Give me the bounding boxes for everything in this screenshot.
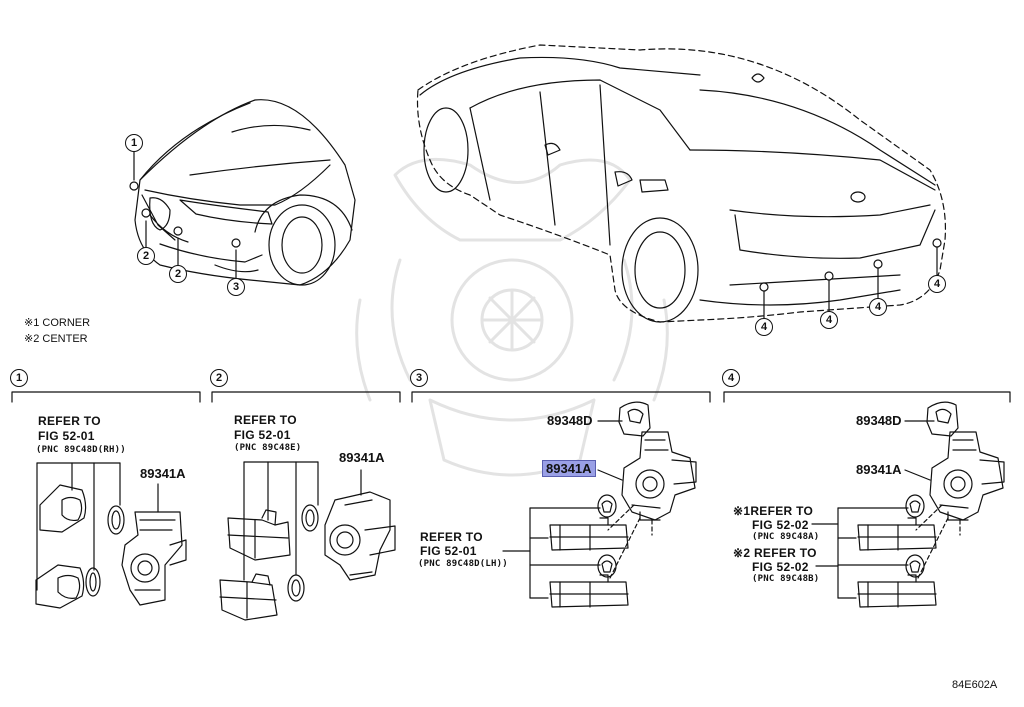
sec3-part-89341A-highlighted[interactable]: 89341A <box>542 460 596 477</box>
callout-front-2b[interactable]: 2 <box>169 265 187 283</box>
note-corner: ※1 CORNER <box>24 317 91 329</box>
note-center: ※2 CENTER <box>24 333 88 345</box>
sec1-refer: REFER TO <box>38 414 101 428</box>
callout-front-1[interactable]: 1 <box>125 134 143 152</box>
sec1-pnc: (PNC 89C48D(RH)) <box>36 445 126 455</box>
sec4-refer1: ※1REFER TO <box>733 504 814 518</box>
sec2-fig[interactable]: FIG 52-01 <box>234 428 291 442</box>
sec3-fig[interactable]: FIG 52-01 <box>420 544 477 558</box>
sec4-fig1[interactable]: FIG 52-02 <box>752 518 809 532</box>
sec2-refer: REFER TO <box>234 413 297 427</box>
section1-parts <box>35 462 187 609</box>
figure-code: 84E602A <box>952 679 998 691</box>
callout-rear-4b[interactable]: 4 <box>820 311 838 329</box>
callout-rear-4a[interactable]: 4 <box>755 318 773 336</box>
section-label-2: 2 <box>210 369 228 387</box>
front-callout-leaders <box>133 149 237 279</box>
rear-callout-leaders <box>763 245 938 319</box>
sec1-part-89341A[interactable]: 89341A <box>140 466 186 481</box>
section3-parts <box>502 401 697 608</box>
sec2-pnc: (PNC 89C48E) <box>234 443 302 453</box>
callout-front-2a[interactable]: 2 <box>137 247 155 265</box>
section4-parts <box>811 401 1005 608</box>
sec2-part-89341A[interactable]: 89341A <box>339 450 385 465</box>
sec3-refer: REFER TO <box>420 530 483 544</box>
rear-car-drawing <box>416 44 947 323</box>
section-label-3: 3 <box>410 369 428 387</box>
sec4-part-89348D[interactable]: 89348D <box>856 413 902 428</box>
section-brackets <box>11 391 1011 403</box>
callout-front-3[interactable]: 3 <box>227 278 245 296</box>
sec4-pnc2: (PNC 89C48B) <box>752 574 820 584</box>
callout-rear-4c[interactable]: 4 <box>869 298 887 316</box>
callout-rear-4d[interactable]: 4 <box>928 275 946 293</box>
sec4-pnc1: (PNC 89C48A) <box>752 532 820 542</box>
sec1-fig[interactable]: FIG 52-01 <box>38 429 95 443</box>
watermark-emblem <box>355 157 669 477</box>
front-sensor-dots <box>129 181 241 248</box>
section2-parts <box>219 461 396 621</box>
section-label-4: 4 <box>722 369 740 387</box>
sec4-fig2[interactable]: FIG 52-02 <box>752 560 809 574</box>
section-label-1: 1 <box>10 369 28 387</box>
sec3-part-89348D[interactable]: 89348D <box>547 413 593 428</box>
front-car-drawing <box>134 99 356 286</box>
sec4-refer2: ※2 REFER TO <box>733 546 817 560</box>
rear-sensor-dots <box>759 238 942 292</box>
sec3-pnc: (PNC 89C48D(LH)) <box>418 559 508 569</box>
sec4-part-89341A[interactable]: 89341A <box>856 462 902 477</box>
